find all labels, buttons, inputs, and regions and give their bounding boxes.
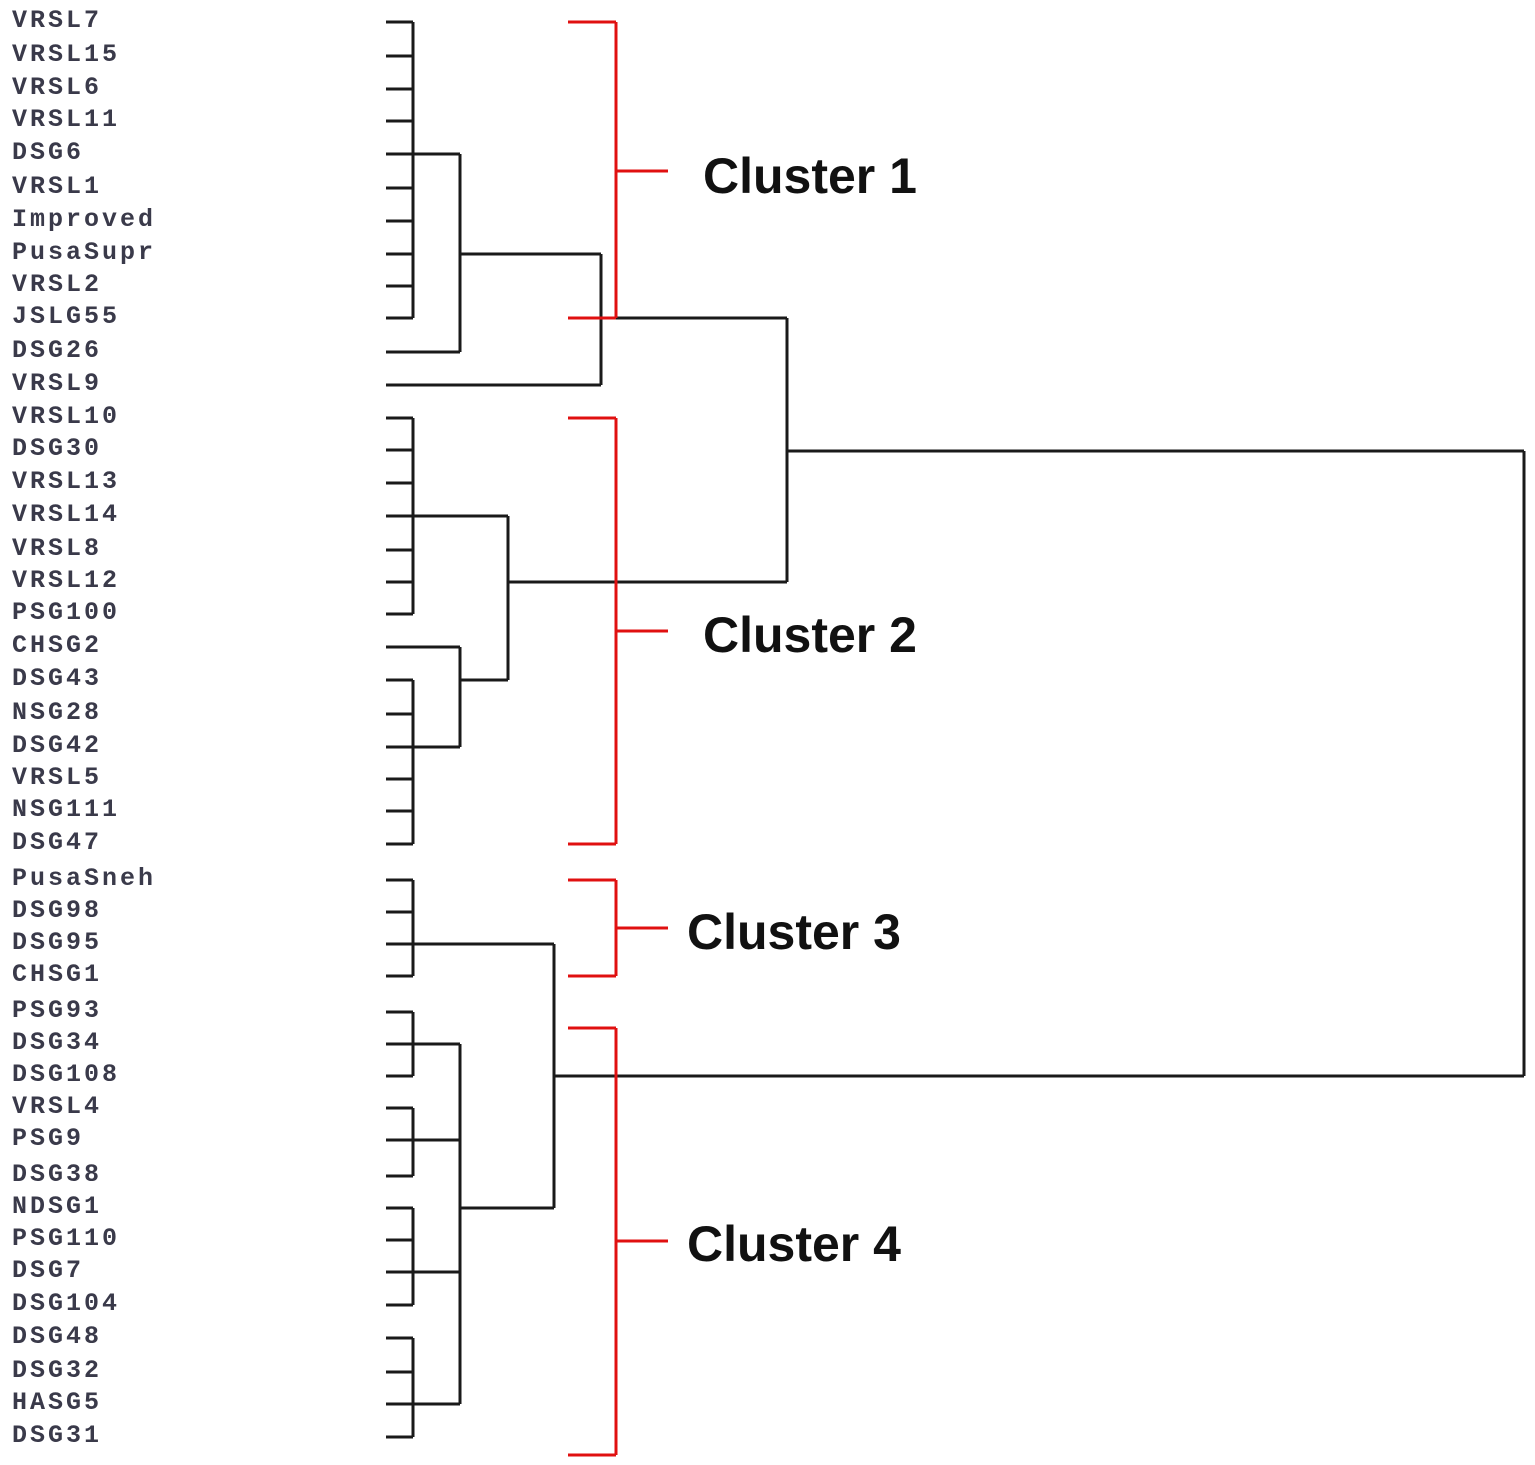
leaf-label: VRSL4: [12, 1092, 103, 1121]
leaf-label: DSG108: [12, 1060, 121, 1089]
leaf-label: DSG38: [12, 1160, 103, 1189]
leaf-label: Improved: [12, 205, 157, 234]
tree-branches: [386, 20, 1526, 1439]
leaf-label: NSG111: [12, 795, 121, 824]
leaf-label: PusaSneh: [12, 864, 157, 893]
leaf-label: DSG95: [12, 928, 103, 957]
leaf-label: DSG48: [12, 1322, 103, 1351]
leaf-label: VRSL12: [12, 566, 121, 595]
leaf-label: DSG104: [12, 1289, 121, 1318]
leaf-label: PSG93: [12, 996, 103, 1025]
leaf-label: PSG9: [12, 1124, 85, 1153]
leaf-label: DSG31: [12, 1421, 103, 1450]
leaf-label: VRSL7: [12, 6, 103, 35]
leaf-label: VRSL13: [12, 467, 121, 496]
leaf-label: NDSG1: [12, 1192, 103, 1221]
leaf-label: JSLG55: [12, 302, 121, 331]
leaf-label: DSG43: [12, 664, 103, 693]
leaf-label: DSG42: [12, 731, 103, 760]
leaf-label: DSG98: [12, 896, 103, 925]
leaf-label: DSG32: [12, 1356, 103, 1385]
leaf-label: VRSL5: [12, 763, 103, 792]
leaf-label: DSG30: [12, 434, 103, 463]
leaf-label: VRSL1: [12, 172, 103, 201]
leaf-label: DSG47: [12, 828, 103, 857]
leaf-label: VRSL9: [12, 369, 103, 398]
cluster-label-4: Cluster 4: [687, 1216, 901, 1272]
leaf-label: VRSL10: [12, 402, 121, 431]
leaf-label: DSG26: [12, 336, 103, 365]
cluster-brackets: [568, 20, 668, 1457]
leaf-label: DSG6: [12, 138, 85, 167]
cluster-label-2: Cluster 2: [703, 607, 917, 663]
leaf-label: DSG34: [12, 1028, 103, 1057]
leaf-label: PSG110: [12, 1224, 121, 1253]
leaf-label: CHSG2: [12, 631, 103, 660]
leaf-label: VRSL2: [12, 270, 103, 299]
leaf-label: DSG7: [12, 1256, 85, 1285]
leaf-label: VRSL8: [12, 534, 103, 563]
leaf-label: VRSL15: [12, 40, 121, 69]
leaf-label: HASG5: [12, 1388, 103, 1417]
leaf-label: VRSL6: [12, 73, 103, 102]
leaf-label: VRSL11: [12, 105, 121, 134]
leaf-label: VRSL14: [12, 500, 121, 529]
leaf-label: NSG28: [12, 698, 103, 727]
leaf-label: PSG100: [12, 598, 121, 627]
cluster-label-3: Cluster 3: [687, 904, 901, 960]
leaf-label: CHSG1: [12, 960, 103, 989]
cluster-label-1: Cluster 1: [703, 148, 917, 204]
leaf-label: PusaSupr: [12, 238, 157, 267]
